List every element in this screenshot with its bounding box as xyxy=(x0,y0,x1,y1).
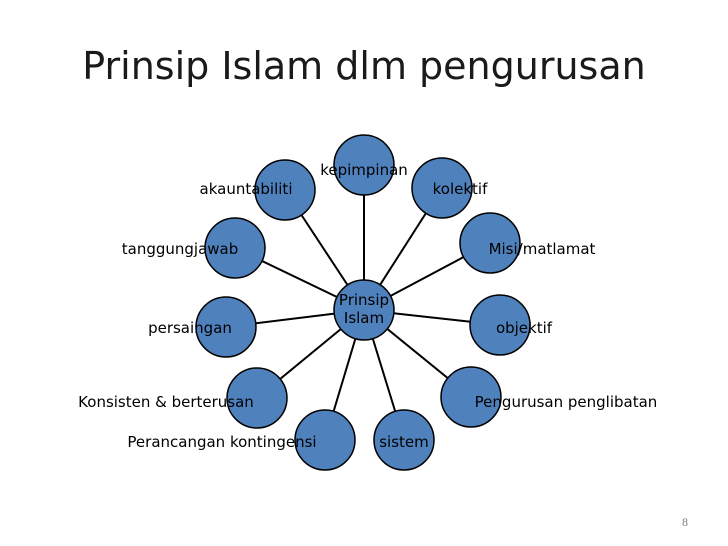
node-circle-pengurusan-penglibatan xyxy=(440,366,502,428)
center-node-group: Prinsip Islam xyxy=(333,279,395,341)
node-circle-konsisten-berterusan xyxy=(226,367,288,429)
node-circle-objektif xyxy=(469,294,531,356)
node-misi-matlamat: Misi/matlamat xyxy=(459,212,596,274)
node-konsisten-berterusan: Konsisten & berterusan xyxy=(78,367,288,429)
nodes-group: kepimpinankolektifMisi/matlamatobjektifP… xyxy=(78,134,658,471)
node-circle-perancangan-kontingensi xyxy=(294,409,356,471)
node-akauntabiliti: akauntabiliti xyxy=(200,159,316,221)
node-kepimpinan: kepimpinan xyxy=(320,134,408,196)
page-number: 8 xyxy=(682,515,688,529)
node-label-objektif: objektif xyxy=(496,319,553,337)
node-persaingan: persaingan xyxy=(148,296,257,358)
node-circle-sistem xyxy=(373,409,435,471)
node-label-sistem: sistem xyxy=(379,433,429,451)
center-label-line1: Prinsip xyxy=(339,291,389,309)
node-label-akauntabiliti: akauntabiliti xyxy=(200,180,293,198)
node-circle-misi-matlamat xyxy=(459,212,521,274)
slide-title: Prinsip Islam dlm pengurusan xyxy=(82,44,646,88)
node-label-persaingan: persaingan xyxy=(148,319,232,337)
center-label-line2: Islam xyxy=(344,309,384,327)
node-circle-akauntabiliti xyxy=(254,159,316,221)
node-label-konsisten-berterusan: Konsisten & berterusan xyxy=(78,393,254,411)
node-pengurusan-penglibatan: Pengurusan penglibatan xyxy=(440,366,658,428)
node-tanggungjawab: tanggungjawab xyxy=(122,217,266,279)
node-circle-tanggungjawab xyxy=(204,217,266,279)
node-circle-kolektif xyxy=(411,157,473,219)
center-node xyxy=(333,279,395,341)
node-label-tanggungjawab: tanggungjawab xyxy=(122,240,239,258)
node-label-pengurusan-penglibatan: Pengurusan penglibatan xyxy=(475,393,658,411)
node-label-perancangan-kontingensi: Perancangan kontingensi xyxy=(127,433,316,451)
node-label-kepimpinan: kepimpinan xyxy=(320,161,408,179)
node-circle-kepimpinan xyxy=(333,134,395,196)
node-label-kolektif: kolektif xyxy=(433,180,488,198)
node-circle-persaingan xyxy=(195,296,257,358)
node-label-misi-matlamat: Misi/matlamat xyxy=(489,240,596,258)
node-perancangan-kontingensi: Perancangan kontingensi xyxy=(127,409,356,471)
node-objektif: objektif xyxy=(469,294,553,356)
node-sistem: sistem xyxy=(373,409,435,471)
node-kolektif: kolektif xyxy=(411,157,488,219)
